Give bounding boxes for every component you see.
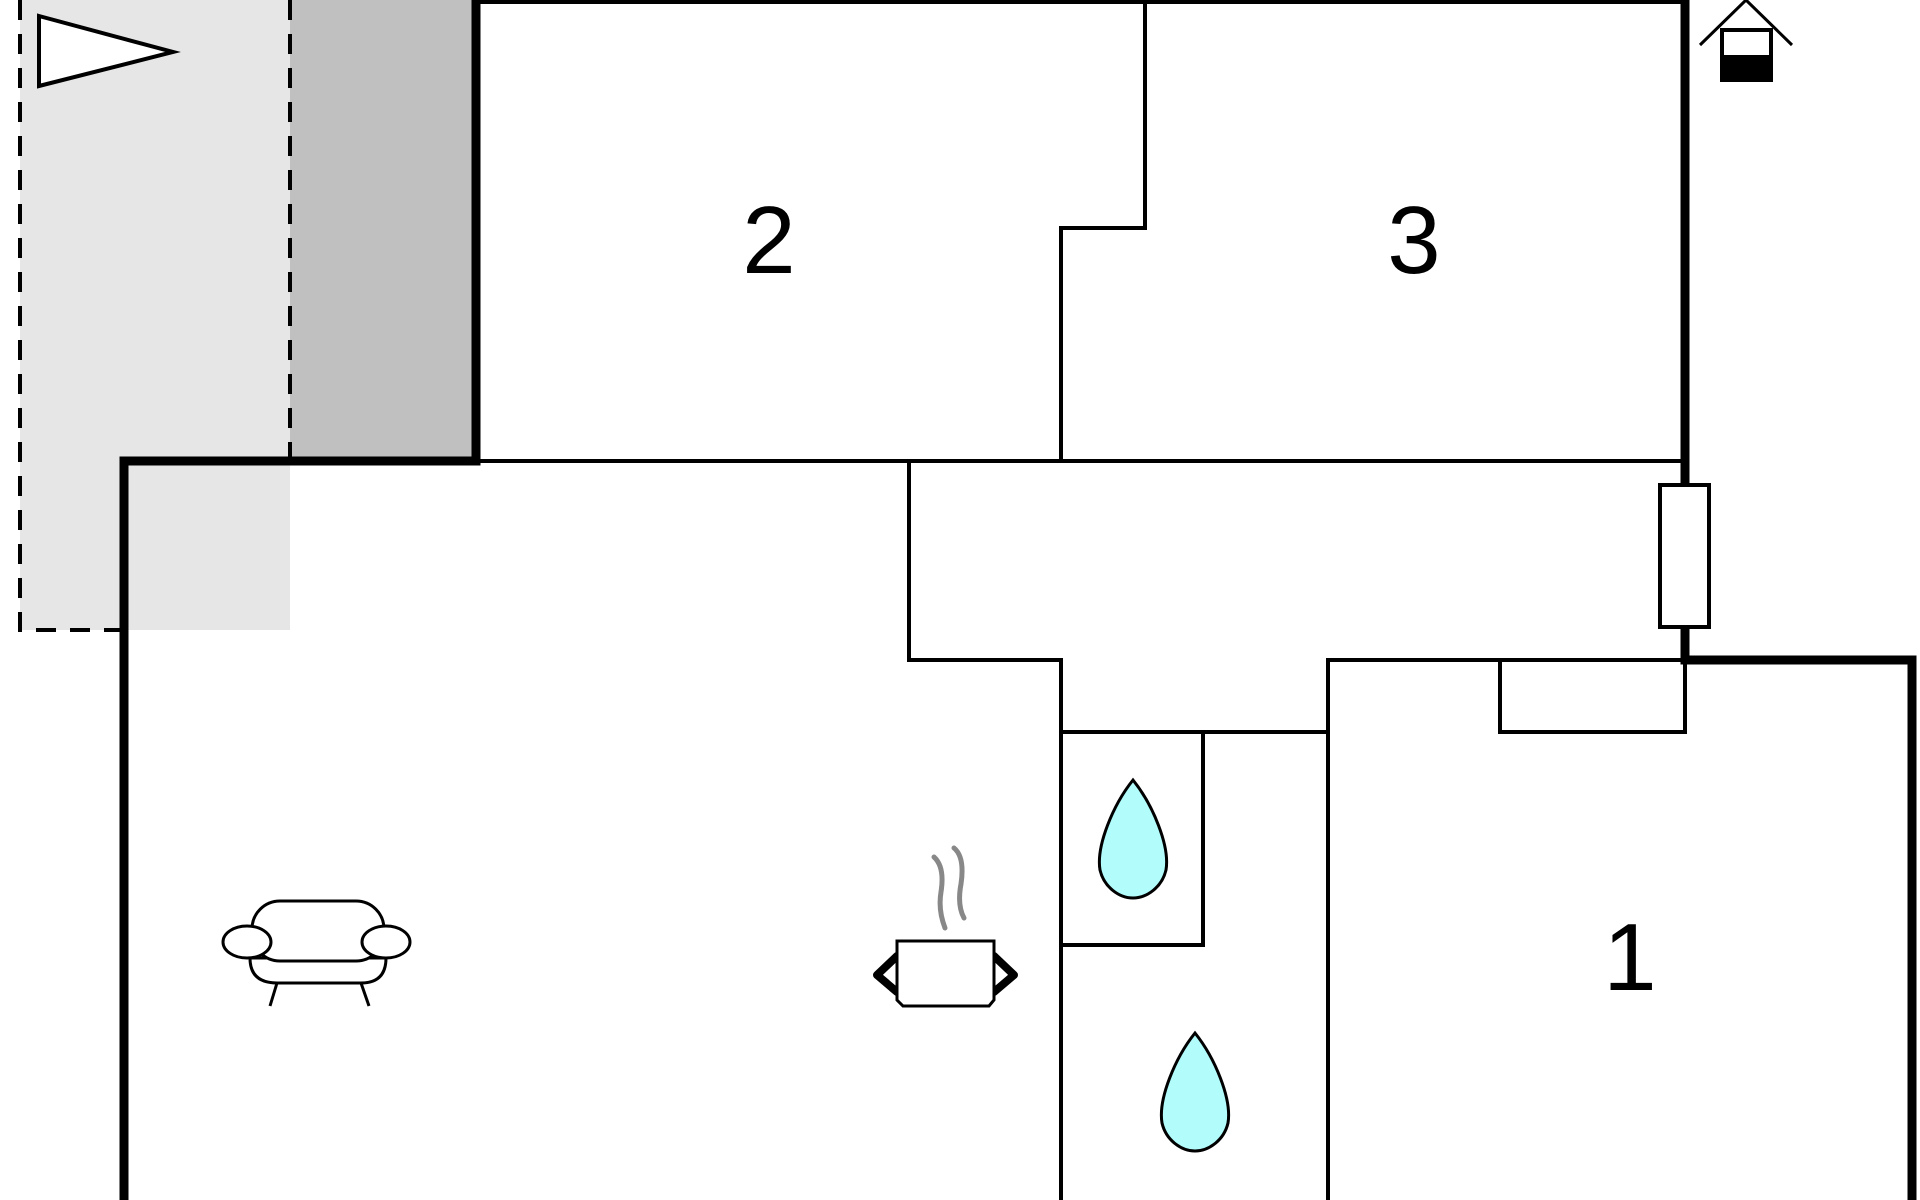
water-drop-icon [1097, 777, 1169, 900]
room-label-3: 3 [1387, 187, 1440, 294]
water-drop-icon [1159, 1030, 1231, 1153]
house-roof-icon [1698, 0, 1794, 82]
room-label-1: 1 [1603, 904, 1656, 1011]
terrace-area [18, 0, 473, 632]
cooking-pot-icon [873, 845, 1018, 1008]
exterior-walls [119, 0, 1917, 1200]
wall-window-element [1658, 483, 1711, 629]
sofa-icon [221, 899, 412, 1007]
compass-triangle-icon [37, 13, 181, 89]
interior-walls [476, 0, 1687, 1200]
room-label-2: 2 [742, 187, 795, 294]
